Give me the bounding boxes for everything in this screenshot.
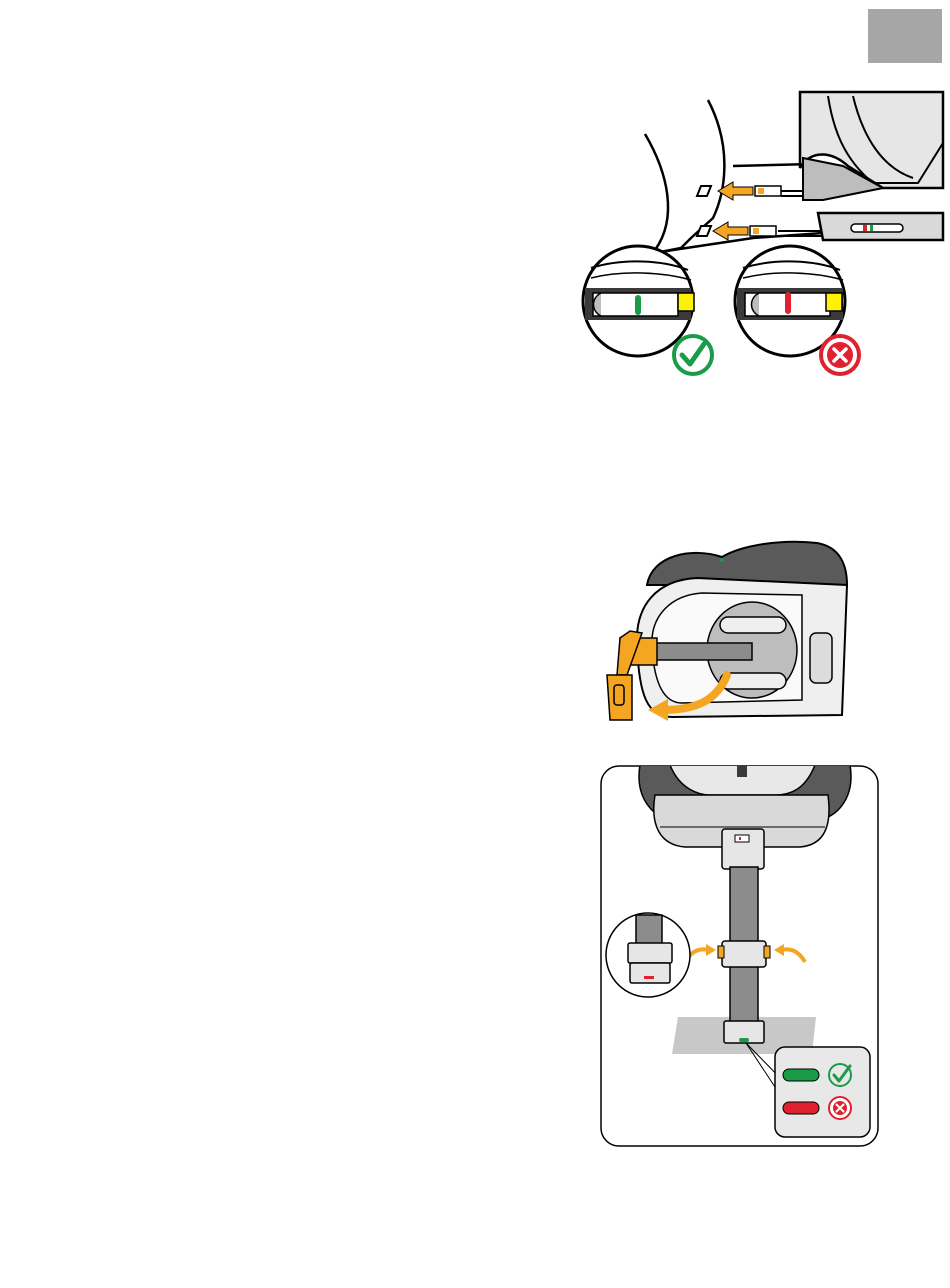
isofix-connection-illustration <box>583 88 950 380</box>
cross-icon <box>821 336 859 374</box>
support-leg-detail <box>606 913 690 997</box>
arrow-icon <box>713 222 748 240</box>
indicator-detail-ok <box>583 246 694 356</box>
check-icon <box>674 336 712 374</box>
isofix-release-illustration <box>602 535 862 725</box>
indicator-legend <box>775 1047 870 1137</box>
support-leg-illustration <box>600 765 880 1147</box>
section-tab <box>868 9 942 63</box>
cross-icon <box>829 1097 851 1119</box>
